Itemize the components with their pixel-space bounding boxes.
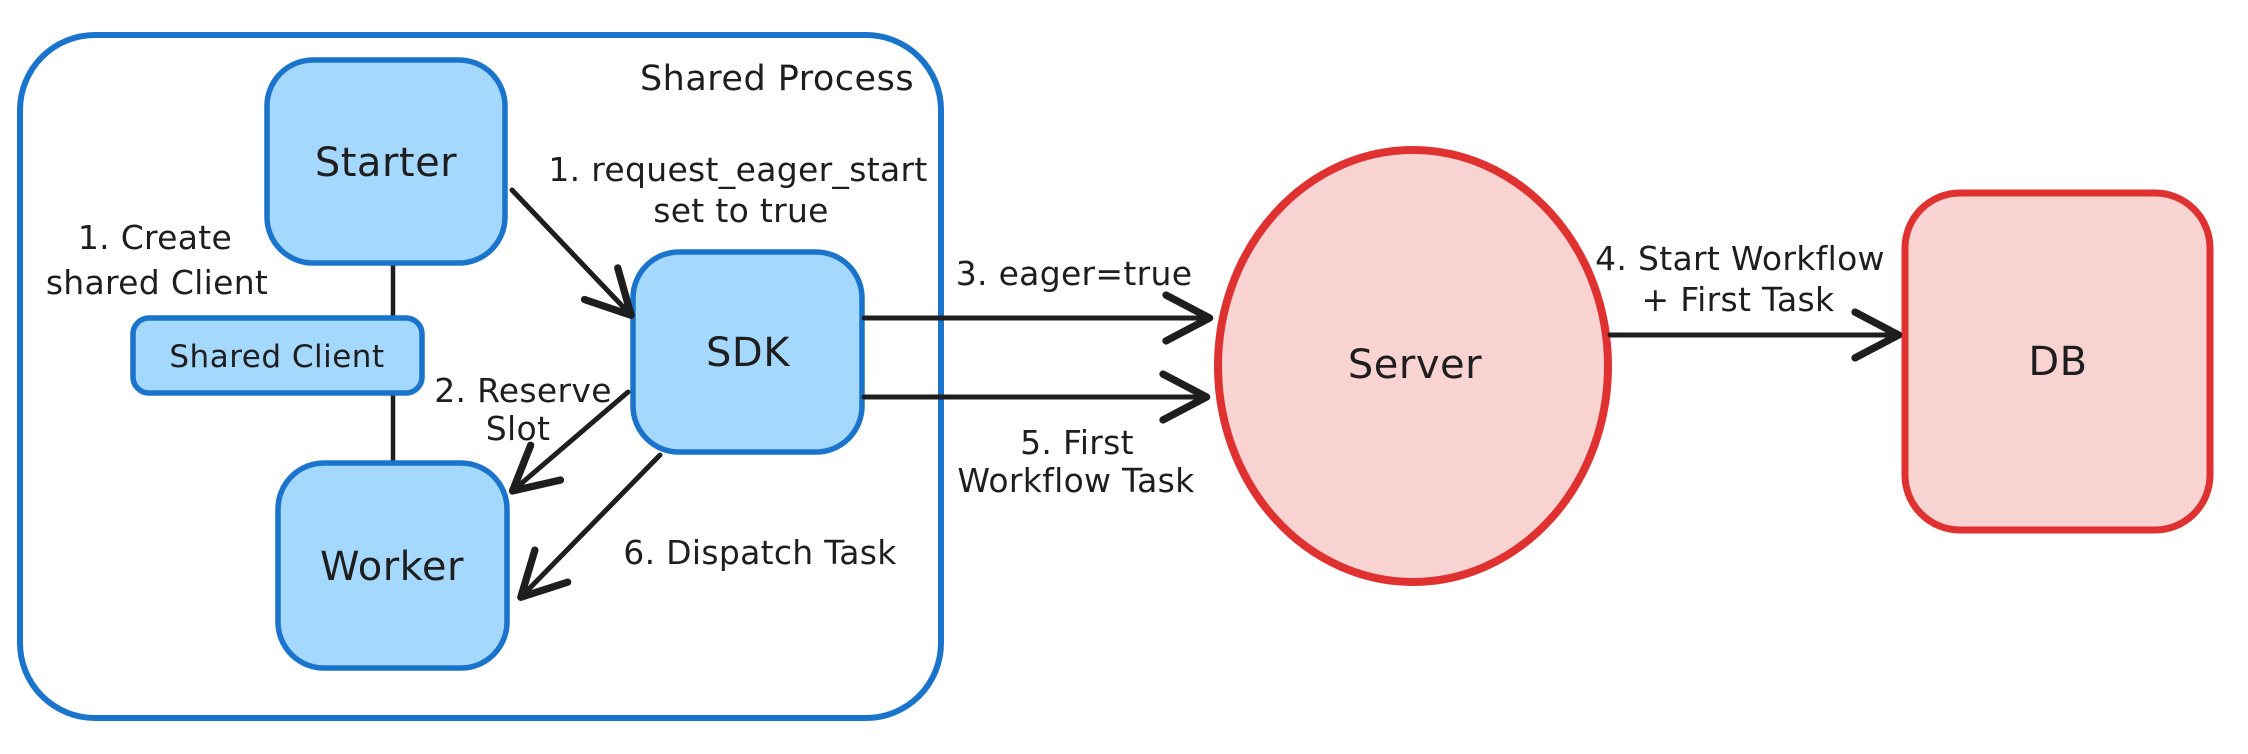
starter-label: Starter [315, 140, 457, 186]
annotation-request-eager-line1: 1. request_eager_start [548, 150, 927, 189]
server-label: Server [1348, 342, 1482, 388]
starter-node [264, 57, 508, 266]
annotation-create-client-line2: shared Client [46, 263, 268, 302]
shared-process-label: Shared Process [640, 59, 914, 99]
annotation-create-client-line1: 1. Create [78, 218, 232, 257]
annotation-request-eager-line2: set to true [653, 191, 829, 230]
sdk-label: SDK [706, 330, 791, 376]
shared-client-node [130, 315, 425, 396]
annotation-first-workflow-task-line2: Workflow Task [957, 461, 1195, 500]
shared-client-label: Shared Client [169, 339, 384, 375]
annotation-start-workflow-line1: 4. Start Workflow [1595, 239, 1885, 278]
annotation-eager-true: 3. eager=true [956, 254, 1193, 293]
arrow-reserve-slot [508, 389, 631, 495]
db-node [1901, 189, 2214, 534]
annotation-start-workflow-line2: + First Task [1642, 280, 1835, 319]
arrow-request-eager-start [509, 187, 635, 319]
annotation-first-workflow-task-line1: 5. First [1020, 423, 1134, 462]
annotation-dispatch-task: 6. Dispatch Task [623, 533, 897, 572]
server-node [1214, 146, 1612, 586]
arrow-dispatch-task [517, 452, 663, 601]
worker-node [275, 460, 510, 671]
shared-process-container [17, 32, 944, 721]
annotation-reserve-slot-line1: 2. Reserve [434, 371, 612, 410]
annotation-reserve-slot-line2: Slot [486, 409, 550, 448]
db-label: DB [2028, 339, 2087, 385]
worker-label: Worker [320, 544, 464, 590]
sdk-node [630, 249, 865, 455]
